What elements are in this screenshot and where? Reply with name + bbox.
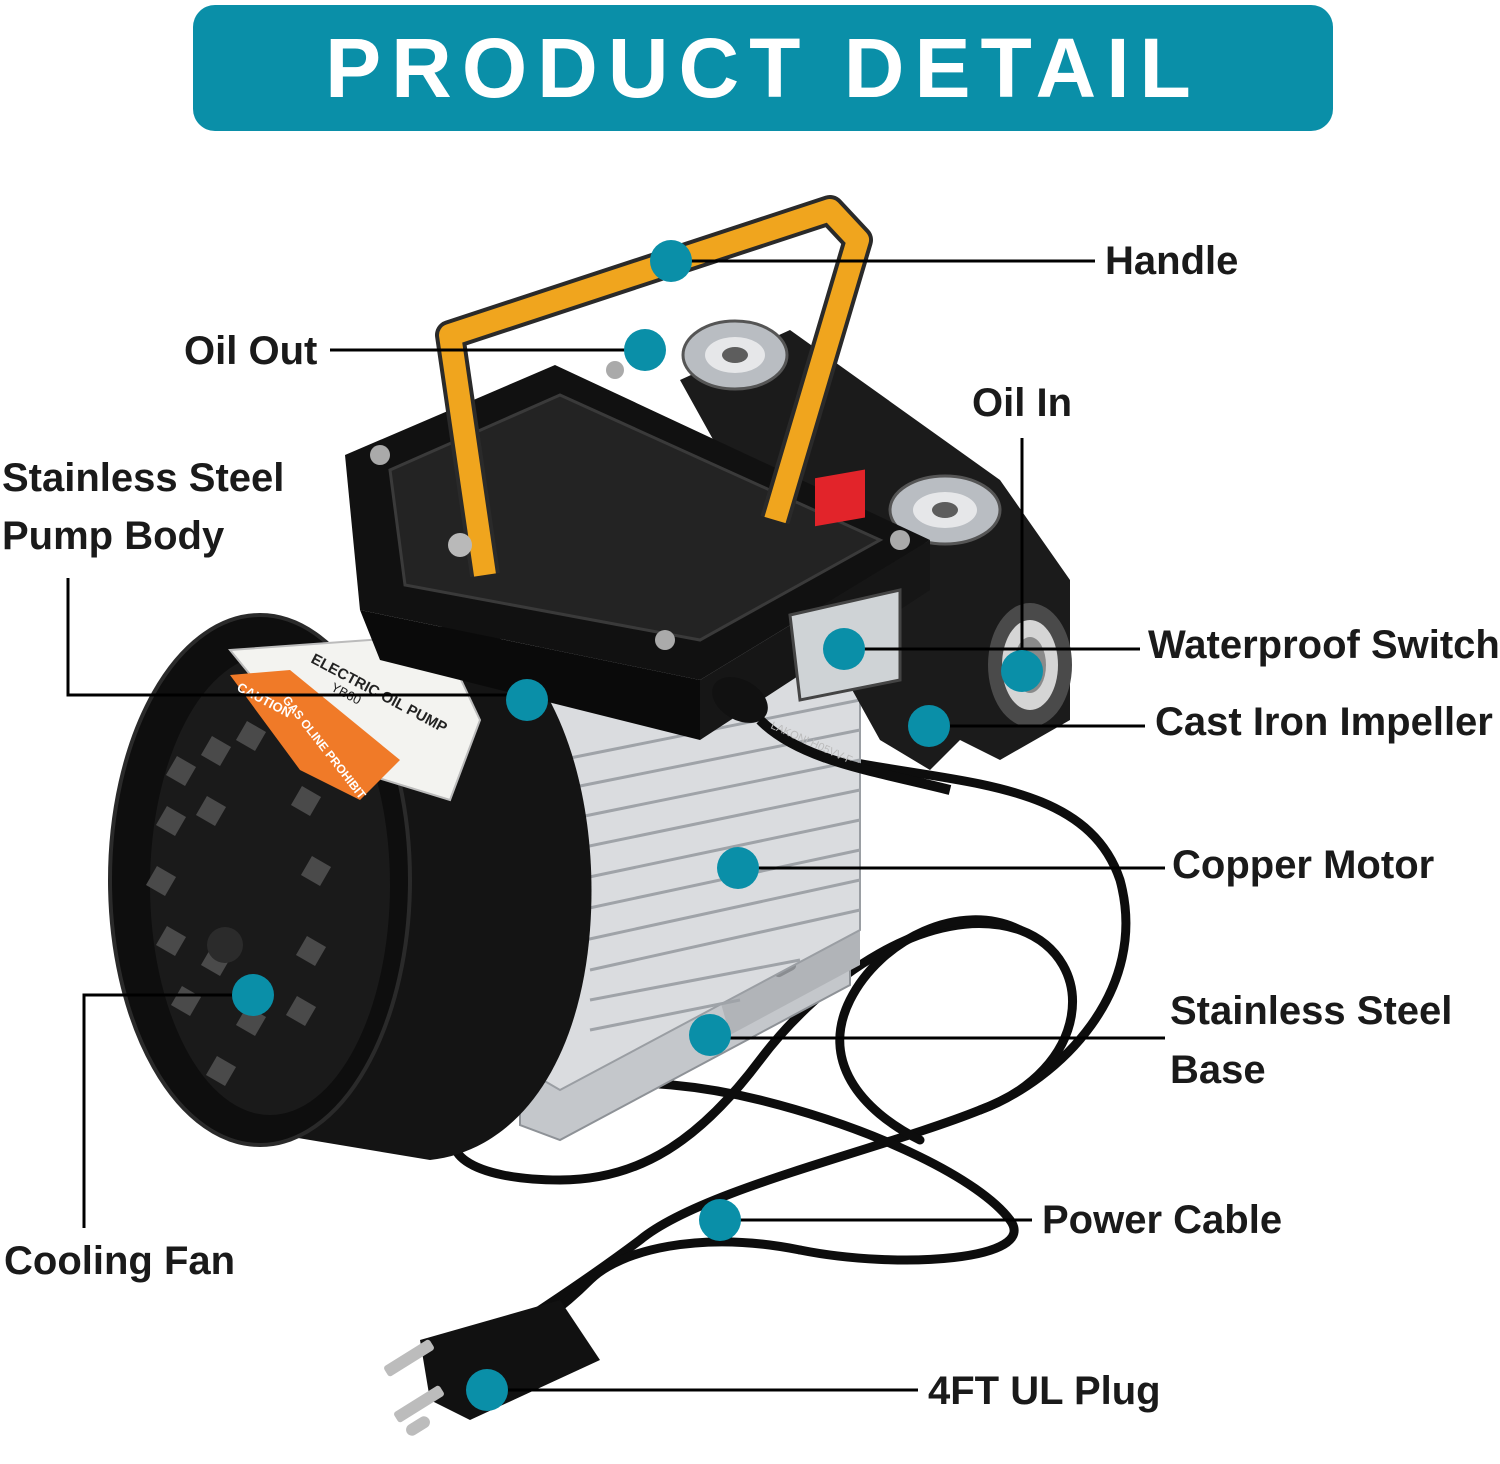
label-cast-iron-impeller: Cast Iron Impeller — [1155, 700, 1493, 744]
handle-graphic — [435, 195, 873, 578]
callout-dot-plug — [466, 1369, 508, 1411]
plug-graphic — [384, 1300, 600, 1436]
port-fittings-graphic — [681, 319, 1002, 546]
callout-dot-base — [689, 1014, 731, 1056]
label-base-line1: Stainless Steel — [1170, 989, 1453, 1033]
callout-dot-oil-in — [1001, 650, 1043, 692]
title-banner: PRODUCT DETAIL — [193, 5, 1333, 131]
page-title: PRODUCT DETAIL — [325, 20, 1201, 115]
callout-dots — [232, 240, 1043, 1411]
label-pump-body-line2: Pump Body — [2, 514, 225, 558]
callout-dot-oil-out — [624, 329, 666, 371]
junction-box-graphic — [345, 361, 930, 740]
callout-dot-impeller — [908, 705, 950, 747]
label-handle: Handle — [1105, 239, 1239, 283]
nameplate-graphic: ELECTRIC OIL PUMP YB60 CAUTION GAS OLINE… — [228, 633, 482, 802]
callout-dot-switch — [823, 628, 865, 670]
label-oil-in: Oil In — [972, 381, 1072, 425]
callout-dot-motor — [717, 847, 759, 889]
label-pump-body-line1: Stainless Steel — [2, 456, 285, 500]
callout-lines — [66, 259, 1165, 1392]
label-cooling-fan: Cooling Fan — [4, 1239, 236, 1283]
label-power-cable: Power Cable — [1042, 1198, 1283, 1242]
callout-dot-handle — [650, 240, 692, 282]
label-waterproof-switch: Waterproof Switch — [1148, 623, 1500, 667]
callout-dot-cable — [699, 1199, 741, 1241]
label-base-line2: Base — [1170, 1048, 1266, 1092]
label-copper-motor: Copper Motor — [1172, 843, 1435, 887]
callout-dot-pump-body — [506, 679, 548, 721]
callout-dot-fan — [232, 974, 274, 1016]
label-oil-out: Oil Out — [184, 329, 318, 373]
label-ul-plug: 4FT UL Plug — [928, 1369, 1161, 1413]
